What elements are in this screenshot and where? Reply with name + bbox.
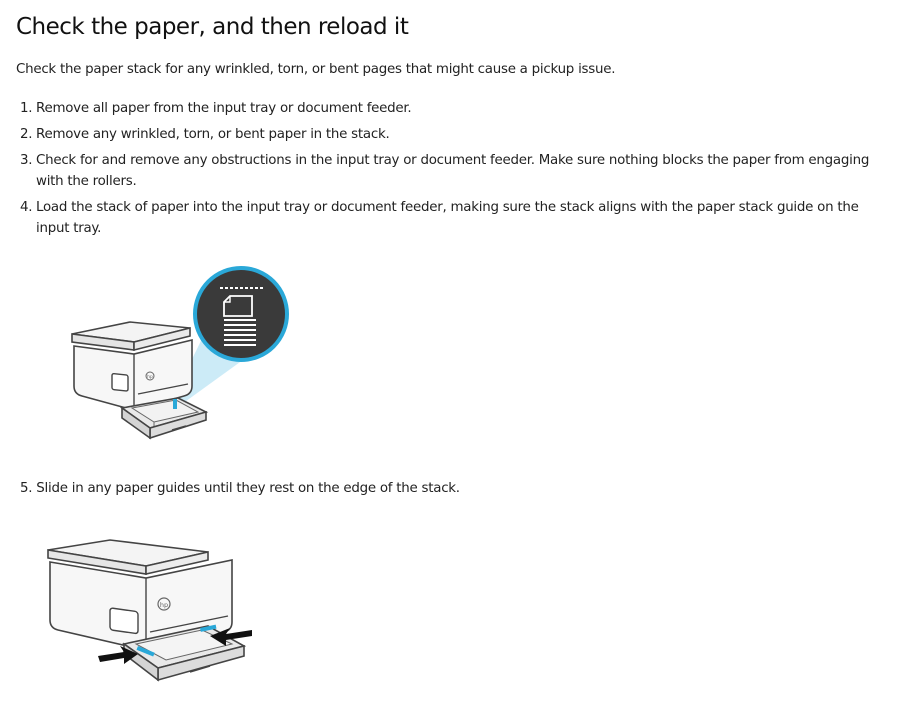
step-text: Remove all paper from the input tray or … [36, 101, 412, 116]
paper-guide-right [200, 624, 217, 632]
arrow-left-icon [210, 628, 252, 646]
list-item: 2.Remove any wrinkled, torn, or bent pap… [20, 124, 895, 145]
step-number: 1. [20, 101, 33, 116]
step-text: Load the stack of paper into the input t… [36, 200, 859, 236]
paper-stack-guide-callout [193, 266, 289, 362]
step-number: 3. [20, 153, 33, 168]
hp-logo-text: hp [147, 374, 153, 380]
hp-logo-icon [145, 371, 155, 381]
step-5-item: 5. Slide in any paper guides until they … [20, 478, 460, 499]
step-text: Remove any wrinkled, torn, or bent paper… [36, 127, 390, 142]
paper-stack [134, 629, 234, 661]
intro-text: Check the paper stack for any wrinkled, … [16, 62, 616, 77]
step-number: 5. [20, 481, 33, 496]
arrow-right-icon [98, 646, 138, 664]
page-title: Check the paper, and then reload it [16, 14, 409, 40]
step-text: Check for and remove any obstructions in… [36, 153, 870, 189]
printer-load-paper-illustration: hp [71, 266, 289, 440]
paper-stack [130, 399, 200, 423]
paper-guide-left [136, 646, 155, 657]
list-item: 1.Remove all paper from the input tray o… [20, 98, 895, 119]
paper-stack-icon [223, 295, 253, 317]
steps-list: 1.Remove all paper from the input tray o… [20, 98, 895, 244]
step-text: Slide in any paper guides until they res… [36, 481, 460, 496]
printer-slide-guides-illustration: hp [47, 539, 252, 682]
list-item: 3.Check for and remove any obstructions … [20, 150, 895, 192]
list-item: 4.Load the stack of paper into the input… [20, 197, 895, 239]
control-panel [109, 607, 139, 635]
step-number: 4. [20, 200, 33, 215]
control-panel [111, 372, 129, 392]
hp-logo-icon [157, 597, 171, 611]
hp-logo-text: hp [160, 601, 168, 609]
step-number: 2. [20, 127, 33, 142]
